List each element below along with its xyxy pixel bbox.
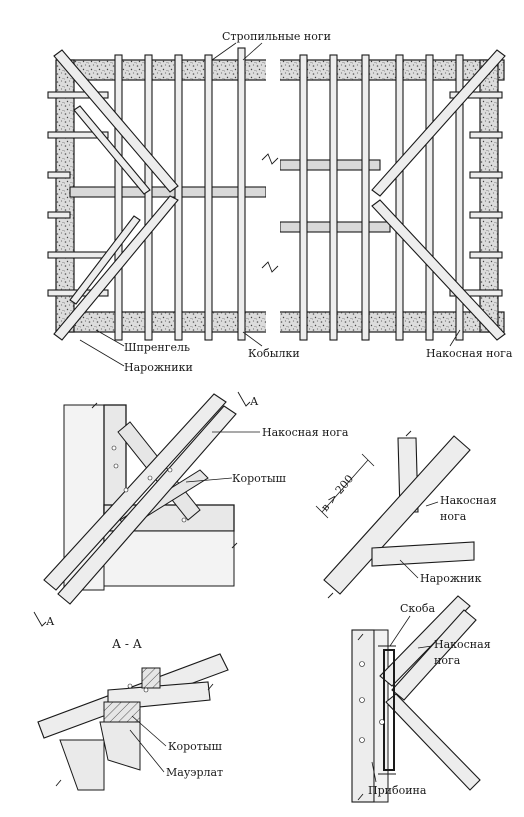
label-hip-rafter-corner: Накосная нога	[262, 426, 349, 439]
label-hip-rafter-joint-1: Накосная	[440, 494, 497, 507]
label-short-rafters: Кобылки	[248, 347, 300, 360]
label-jack-joint: Нарожник	[420, 572, 482, 585]
corner-detail: А А Накосная нога Коротыш	[33, 391, 349, 628]
label-nailer: Прибоина	[368, 784, 427, 797]
break-gap	[266, 52, 280, 342]
joint-detail: в > 200 Накосная нога Нарожник	[315, 430, 497, 599]
label-bracket: Скоба	[400, 602, 436, 615]
bracket-detail: Скоба Накосная нога Прибоина	[351, 595, 491, 803]
roof-plan: Стропильные ноги Шпренгель Кобылки Накос…	[47, 30, 513, 374]
label-hip-rafter-bracket-2: нога	[434, 654, 461, 667]
label-dimension: в > 200	[318, 472, 356, 514]
section-mark-bottom: А	[46, 615, 55, 628]
section-mark-top: А	[250, 395, 259, 408]
label-jack-rafters: Нарожники	[124, 361, 193, 374]
label-stub-section: Коротыш	[168, 740, 222, 753]
label-hip-rafter-joint-2: нога	[440, 510, 467, 523]
label-truss: Шпренгель	[124, 341, 190, 354]
plate-top	[63, 59, 505, 81]
label-stub-corner: Коротыш	[232, 472, 286, 485]
common-rafters	[114, 47, 464, 341]
label-mauerlat: Мауэрлат	[166, 766, 223, 779]
hip-rafters	[53, 49, 506, 341]
label-hip-rafter-bracket-1: Накосная	[434, 638, 491, 651]
section-aa-title: А - А	[112, 637, 142, 651]
label-rafters: Стропильные ноги	[222, 30, 331, 43]
break-mark-1	[261, 153, 279, 165]
plate-bottom	[63, 311, 505, 333]
break-mark-2	[261, 261, 279, 273]
section-aa: А - А Коротыш Мауэрлат	[37, 637, 229, 791]
label-hip-rafter-plan: Накосная нога	[426, 347, 513, 360]
